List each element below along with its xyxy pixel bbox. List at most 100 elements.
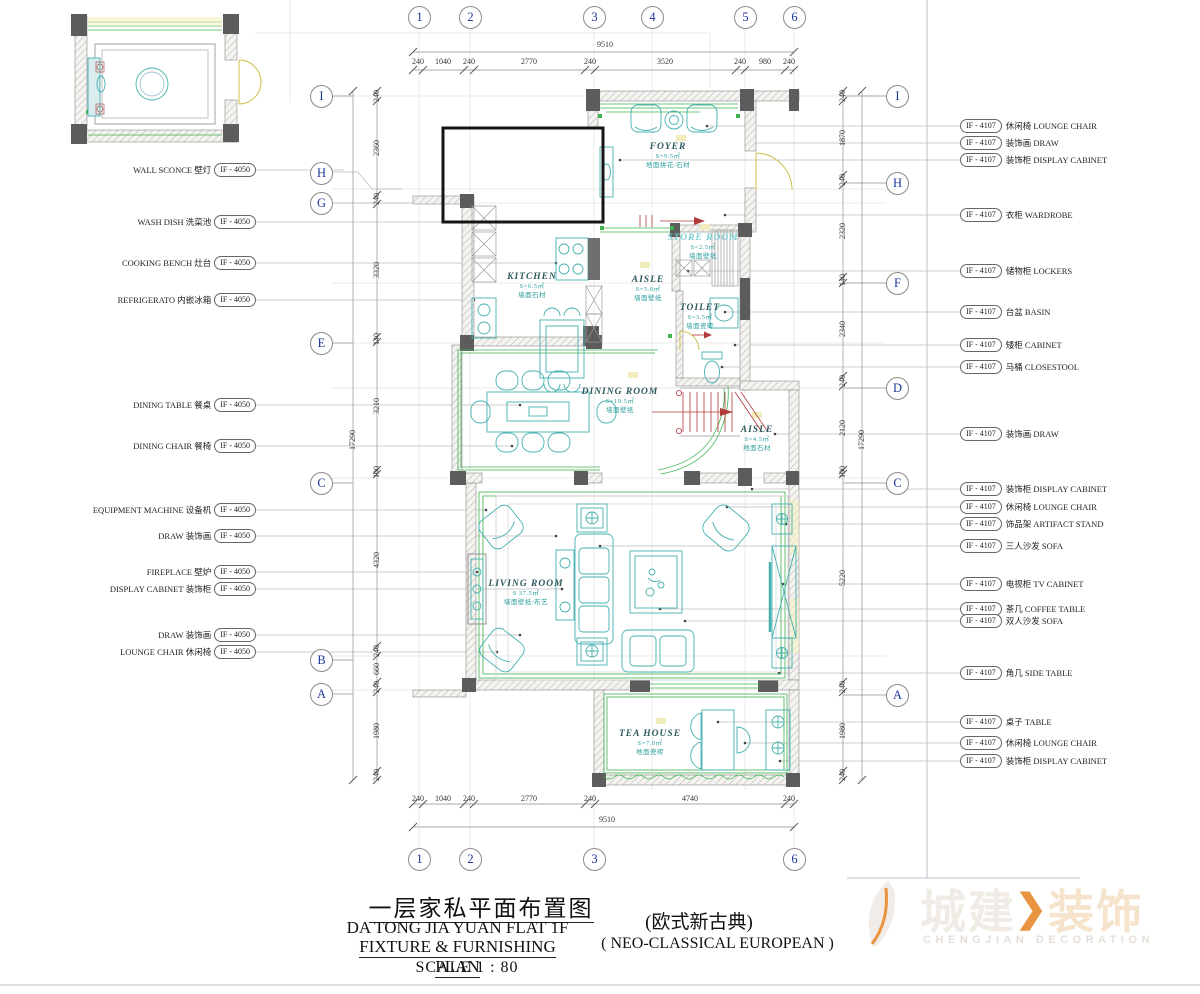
lounge-chair	[478, 504, 524, 550]
sheet-scale: SCALE 1 : 80	[415, 959, 519, 976]
legend-label: 装饰柜 DISPLAY CABINET	[1006, 755, 1107, 767]
brush-leaf-icon	[868, 880, 895, 948]
dim-label: 140	[372, 333, 381, 345]
room-note: 墙面壁纸	[606, 406, 634, 414]
dining-chair	[495, 370, 519, 391]
legend-label-en: ARTIFACT STAND	[1033, 519, 1104, 529]
legend-label-en: LOUNGE CHAIR	[120, 647, 184, 657]
dim-label: 240	[838, 90, 847, 102]
room-area: S=7.0㎡	[637, 740, 663, 748]
dimension-lines	[332, 51, 886, 828]
legend-label-en: DINING TABLE	[133, 400, 193, 410]
dim-label: 3320	[372, 262, 381, 278]
legend-code-tag: IF - 4107	[960, 208, 1002, 222]
legend-label-en: COOKING BENCH	[121, 258, 193, 268]
room-name: TEA HOUSE	[618, 729, 682, 739]
legend-code-tag: IF - 4107	[960, 666, 1002, 680]
legend-label: 储物柜 LOCKERS	[1006, 265, 1072, 277]
legend-label: 饰品架 ARTIFACT STAND	[1006, 518, 1104, 530]
legend-label: 矮柜 CABINET	[1006, 339, 1062, 351]
legend-label-cn: 休闲椅	[1005, 502, 1032, 512]
basin	[709, 297, 739, 329]
legend-label-cn: 休闲椅	[1005, 738, 1032, 748]
dim-label: 240	[783, 794, 795, 803]
legend-label-cn: 马桶	[1005, 362, 1023, 372]
legend-label-cn: 装饰柜	[1005, 155, 1032, 165]
legend-label-en: WASH DISH	[137, 217, 184, 227]
legend-code-tag: IF - 4107	[960, 360, 1002, 374]
legend-label: 装饰柜 DISPLAY CABINET	[1006, 483, 1107, 495]
dim-label: 2340	[838, 321, 847, 337]
legend-label: 茶几 COFFEE TABLE	[1006, 603, 1085, 615]
legend-code-tag: IF - 4050	[214, 529, 256, 543]
legend-label-en: DISPLAY CABINET	[109, 584, 184, 594]
style-label-cn: (欧式新古典)	[645, 912, 753, 933]
legend-label: WASH DISH 洗菜池	[138, 216, 212, 228]
legend-label: 装饰柜 DISPLAY CABINET	[1006, 154, 1107, 166]
dim-overall-label: 9510	[597, 40, 613, 49]
dim-label: 240	[838, 681, 847, 693]
grid-bubble-top: 5	[734, 6, 757, 29]
sheet-title-en2-text: FIXTURE & FURNISHING PLAN	[359, 937, 556, 978]
grid-bubble-left: E	[310, 332, 333, 355]
kitchen-sink	[471, 297, 497, 339]
legend-label: 装饰画 DRAW	[1006, 137, 1059, 149]
room-area: S=3.5㎡	[687, 314, 713, 322]
legend-label: DINING TABLE 餐桌	[133, 399, 211, 411]
dim-overall-label: 9510	[599, 815, 615, 824]
dim-label: 240	[584, 57, 596, 66]
watermark-en: CHENGJIAN DECORATION	[923, 934, 1154, 946]
legend-label-en: WALL SCONCE	[133, 165, 193, 175]
sheet-title-cn: 一层家私平面布置图	[361, 889, 601, 923]
side-table	[576, 637, 608, 666]
legend-label: DINING CHAIR 餐椅	[133, 440, 211, 452]
dim-label: 2770	[521, 57, 537, 66]
legend-code-tag: IF - 4107	[960, 517, 1002, 531]
tea-table	[701, 709, 735, 771]
legend-label-en: DINING CHAIR	[133, 441, 193, 451]
legend-label-cn: 三人沙发	[1005, 541, 1040, 551]
side-table	[576, 503, 608, 533]
lockers	[675, 259, 693, 277]
dim-label: 5220	[838, 570, 847, 586]
room-area: S=9.5㎡	[655, 153, 681, 161]
legend-label-en: LOUNGE CHAIR	[1033, 738, 1097, 748]
dim-label: 4740	[682, 794, 698, 803]
legend-label-cn: 储物柜	[1005, 266, 1032, 276]
legend-label-en: TV CABINET	[1033, 579, 1084, 589]
watermark-cn-part2: 装饰	[1047, 886, 1144, 938]
watermark-logo: 城建❯装饰 CHENGJIAN DECORATION	[858, 874, 1193, 972]
foyer-lounge-chair	[630, 104, 662, 133]
legend-code-tag: IF - 4107	[960, 338, 1002, 352]
dim-label: 100	[838, 466, 847, 478]
legend-label-cn: 装饰柜	[185, 584, 212, 594]
legend-label-cn: 装饰柜	[1005, 484, 1032, 494]
legend-label-cn: 台盆	[1005, 307, 1023, 317]
legend-label: EQUIPMENT MACHINE 设备机	[93, 504, 211, 516]
legend-label-cn: 装饰画	[185, 531, 212, 541]
room-area: S=5.0㎡	[635, 286, 661, 294]
dim-label: 240	[463, 57, 475, 66]
legend-label-en: CLOSESTOOL	[1024, 362, 1080, 372]
legend-label-en: REFRIGERATO	[117, 295, 176, 305]
dim-label: 240	[463, 794, 475, 803]
legend-label-en: EQUIPMENT MACHINE	[92, 505, 184, 515]
room-area: S 37.5㎡	[512, 590, 540, 598]
room-name: AISLE	[740, 425, 774, 435]
dim-label: 2120	[838, 420, 847, 436]
grid-bubble-bottom: 6	[783, 848, 806, 871]
kitchen-island	[539, 319, 585, 379]
